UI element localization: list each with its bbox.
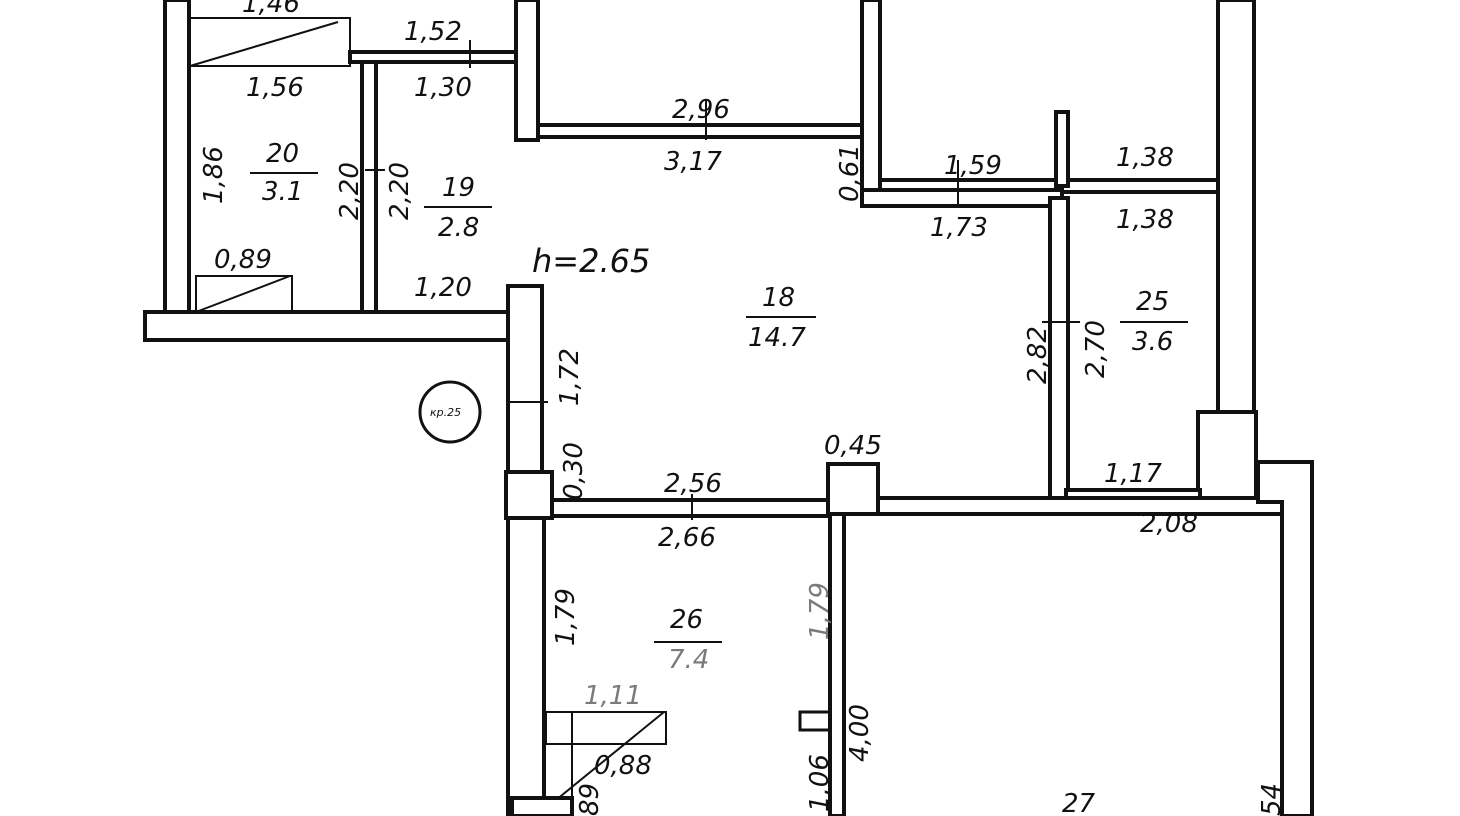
dim-1-38-a: 1,38 [1116,143,1174,173]
badge-circle [418,380,482,444]
dim-1-72: 1,72 [555,348,585,406]
ceiling-height-label: h=2.65 [532,242,650,280]
dim-1-17: 1,17 [1104,459,1162,489]
wall-18-26 [548,498,832,518]
dim-1-46: 1,46 [242,0,300,19]
wall-19-18 [514,0,540,142]
room-number-19: 19 [442,173,475,203]
room-area-18: 14.7 [748,323,806,353]
wall-19-18-lower [506,284,544,488]
dim-1-52: 1,52 [404,17,462,47]
dim-1-11: 1,11 [584,681,642,711]
dim-54: 54 [1257,783,1287,816]
dim-0-89: 0,89 [214,245,272,275]
wall-left-outer [163,0,191,314]
dim-0-30: 0,30 [559,442,589,500]
dim-1-56: 1,56 [246,73,304,103]
wall-26-27 [828,512,846,816]
dim-2-08: 2,08 [1140,509,1198,539]
dim-1-06: 1,06 [805,754,835,812]
wall-top-18 [536,123,865,139]
walls [143,0,1314,816]
wall-left-26 [506,516,546,816]
dim-0-45: 0,45 [824,431,882,461]
wall-1-73 [860,188,1064,208]
column-right [1196,410,1258,502]
wall-notch [798,710,830,732]
dim-1-20: 1,20 [414,273,472,303]
room-number-18: 18 [762,283,795,313]
column-0-45 [826,462,880,516]
room-area-19: 2.8 [438,213,479,243]
top-closet-box [189,17,351,67]
dim-0-88: 0,88 [594,751,652,781]
dim-1-86: 1,86 [199,146,229,204]
dim-2-56: 2,56 [664,469,722,499]
wall-partition-19-20 [360,60,378,314]
dim-1-79-a: 1,79 [551,588,581,646]
dim-2-70: 2,70 [1081,320,1111,378]
dim-1-38-b: 1,38 [1116,205,1174,235]
stair-closet [545,711,667,745]
top-closet-diagonal [189,21,339,67]
dim-1-30: 1,30 [414,73,472,103]
room-area-20: 3.1 [262,177,303,207]
dim-3-17: 3,17 [664,147,722,177]
dimension-labels: 1,46 1,52 1,56 1,30 1,86 2,20 2,20 0,89 … [199,0,1287,816]
dim-2-20-a: 2,20 [335,162,365,220]
closet-box [195,275,293,313]
wall-bottom-stub [510,796,574,816]
dimension-lines [250,40,1188,643]
dim-0-61: 0,61 [835,144,865,202]
dim-1-73: 1,73 [930,213,988,243]
dim-4-00: 4,00 [845,704,875,762]
wall-18-27 [874,496,1284,516]
stair-diagonal [555,711,665,801]
dim-1-79-b: 1,79 [805,582,835,640]
room-number-26: 26 [670,605,703,635]
room-area-25: 3.6 [1132,327,1173,357]
wall-ledge [143,310,540,342]
closet-diagonal [195,275,291,313]
room-number-27: 27 [1062,789,1096,816]
wall-right-27 [1256,460,1314,816]
room-number-20: 20 [266,139,299,169]
dim-2-82: 2,82 [1023,326,1053,384]
wall-far-right [1216,0,1256,414]
dim-1-59: 1,59 [944,151,1002,181]
room-labels: 20 3.1 19 2.8 18 14.7 25 3.6 26 7.4 27 [262,139,1173,816]
room-area-26: 7.4 [668,645,709,675]
dim-2-66: 2,66 [658,523,716,553]
column-left [504,470,554,520]
wall-stub [1054,110,1070,188]
dim-2-20-b: 2,20 [385,162,415,220]
room-number-25: 25 [1136,287,1169,317]
badge-label: кр.25 [430,406,461,419]
dim-89: 89 [575,783,605,816]
dim-2-96: 2,96 [672,95,730,125]
